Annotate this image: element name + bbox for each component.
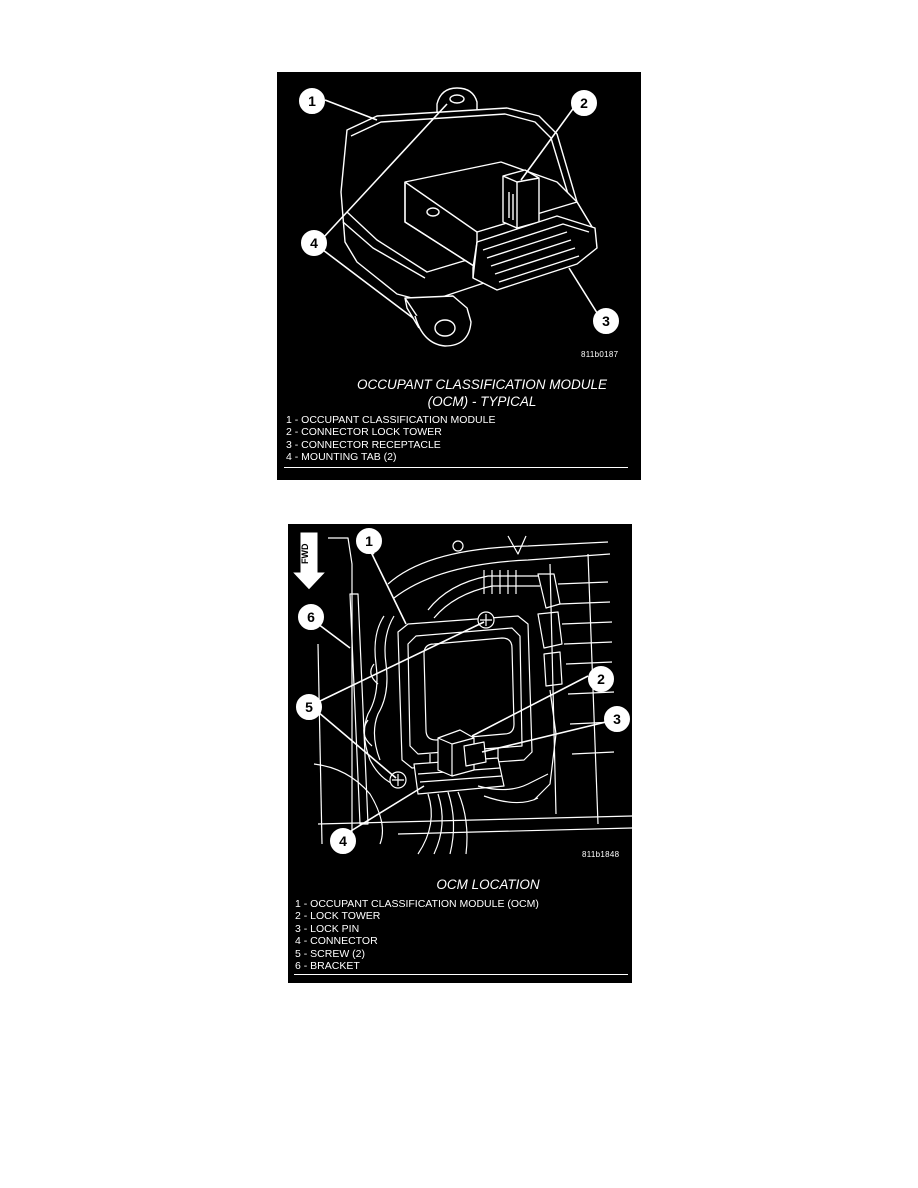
- legend-item: 2 - LOCK TOWER: [295, 910, 381, 923]
- legend-item: 1 - OCCUPANT CLASSIFICATION MODULE (OCM): [295, 898, 539, 910]
- legend-item: 4 - CONNECTOR: [295, 935, 378, 948]
- caption-title-line-1: OCCUPANT CLASSIFICATION MODULE: [356, 377, 608, 392]
- callout-5: 5: [296, 694, 322, 720]
- legend-item: 5 - SCREW (2): [295, 947, 366, 960]
- fwd-arrow: [290, 531, 328, 591]
- ocm-module-illustration: [322, 87, 600, 347]
- callout-3: 3: [604, 706, 630, 732]
- legend-item: 2 - CONNECTOR LOCK TOWER: [286, 426, 442, 439]
- figure-ocm-location: FWD 1 2 3 4 5 6 811b1848 OCM LOCATION 1 …: [288, 524, 632, 983]
- callout-1: 1: [356, 528, 382, 554]
- legend-item: 4 - MOUNTING TAB (2): [286, 451, 397, 464]
- legend-item: 6 - BRACKET: [295, 960, 360, 973]
- callout-6: 6: [298, 604, 324, 630]
- figure-ocm-typical: 1 2 3 4 811b0187 OCCUPANT CLASSIFICATION…: [277, 72, 641, 480]
- caption-rule: [284, 467, 628, 468]
- figure-code: 811b1848: [582, 850, 620, 859]
- ocm-location-illustration: [290, 531, 632, 855]
- legend-item: 3 - CONNECTOR RECEPTACLE: [286, 438, 441, 451]
- callout-1: 1: [299, 88, 325, 114]
- caption-title: OCM LOCATION: [436, 877, 540, 892]
- legend-item: 3 - LOCK PIN: [295, 922, 360, 935]
- callout-4: 4: [330, 828, 356, 854]
- figure-code: 811b0187: [581, 350, 619, 359]
- caption-title-line-2: (OCM) - TYPICAL: [427, 394, 537, 409]
- fwd-direction-indicator: FWD: [298, 532, 320, 592]
- callout-2: 2: [588, 666, 614, 692]
- callout-3: 3: [593, 308, 619, 334]
- legend-item: 1 - OCCUPANT CLASSIFICATION MODULE: [286, 414, 496, 426]
- caption-title: OCCUPANT CLASSIFICATION MODULE (OCM) - T…: [337, 376, 627, 410]
- legend-list: 1 - OCCUPANT CLASSIFICATION MODULE (OCM)…: [295, 898, 539, 972]
- caption-rule: [294, 974, 628, 975]
- legend-list: 1 - OCCUPANT CLASSIFICATION MODULE 2 - C…: [286, 414, 495, 464]
- callout-2: 2: [571, 90, 597, 116]
- fwd-label: FWD: [300, 543, 310, 565]
- callout-4: 4: [301, 230, 327, 256]
